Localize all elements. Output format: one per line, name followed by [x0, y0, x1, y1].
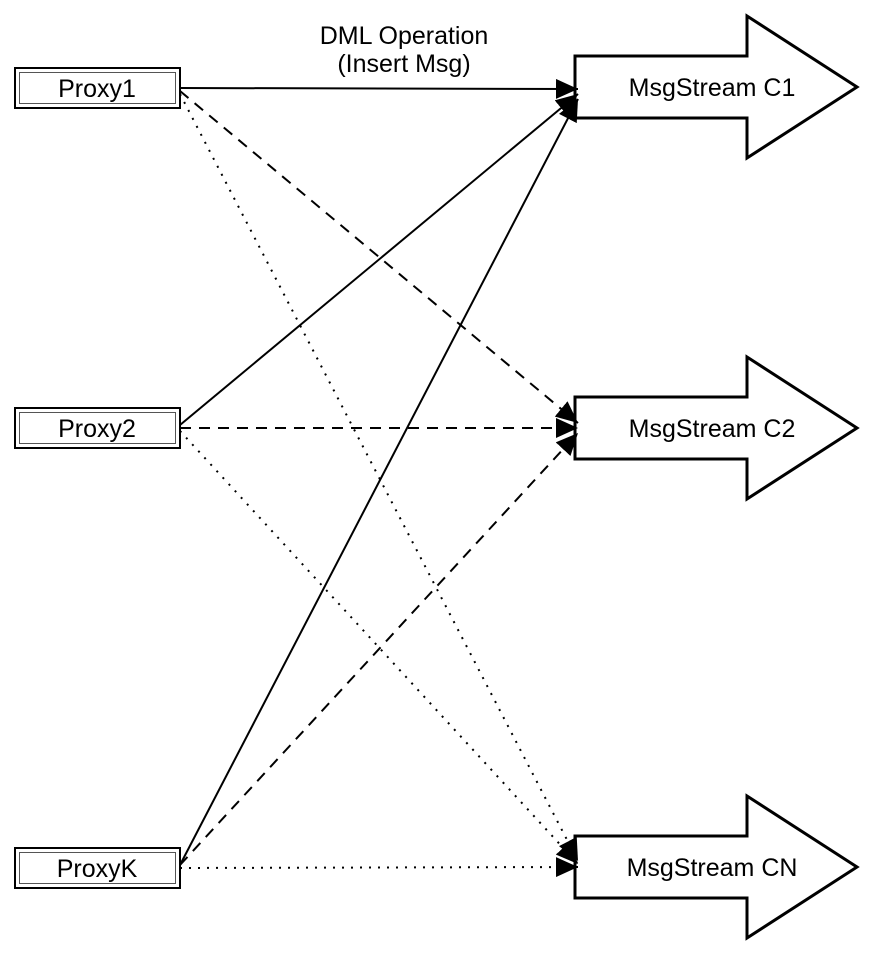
- msgstream-c1-label: MsgStream C1: [629, 74, 796, 102]
- proxy2-label: Proxy2: [58, 415, 136, 443]
- proxy1-box: [14, 67, 181, 109]
- proxyk-label: ProxyK: [57, 855, 138, 883]
- edge-proxy1-msgstream-cn: [179, 93, 579, 862]
- edge-proxyk-msgstream-c1: [179, 98, 579, 866]
- msgstream-c1-arrow: [573, 13, 860, 161]
- edge-proxyk-msgstream-c2: [179, 432, 579, 866]
- edge-label-line1: DML Operation: [320, 22, 489, 50]
- proxyk-box: [14, 847, 181, 889]
- edge-proxyk-msgstream-cn: [179, 857, 579, 878]
- edge-proxy2-msgstream-cn: [179, 430, 579, 865]
- edge-label-line2: (Insert Msg): [337, 50, 470, 78]
- edge-proxy1-msgstream-c2: [179, 90, 579, 424]
- edge-proxy1-msgstream-c1: [179, 78, 579, 99]
- proxy2-box: [14, 407, 181, 449]
- msgstream-c2-label: MsgStream C2: [629, 415, 796, 443]
- proxy1-label: Proxy1: [58, 75, 136, 103]
- edge-proxy2-msgstream-c1: [179, 93, 579, 426]
- msgstream-c2-arrow: [573, 354, 860, 502]
- msgstream-cn-label: MsgStream CN: [627, 854, 798, 882]
- msgstream-cn-arrow: [573, 793, 860, 941]
